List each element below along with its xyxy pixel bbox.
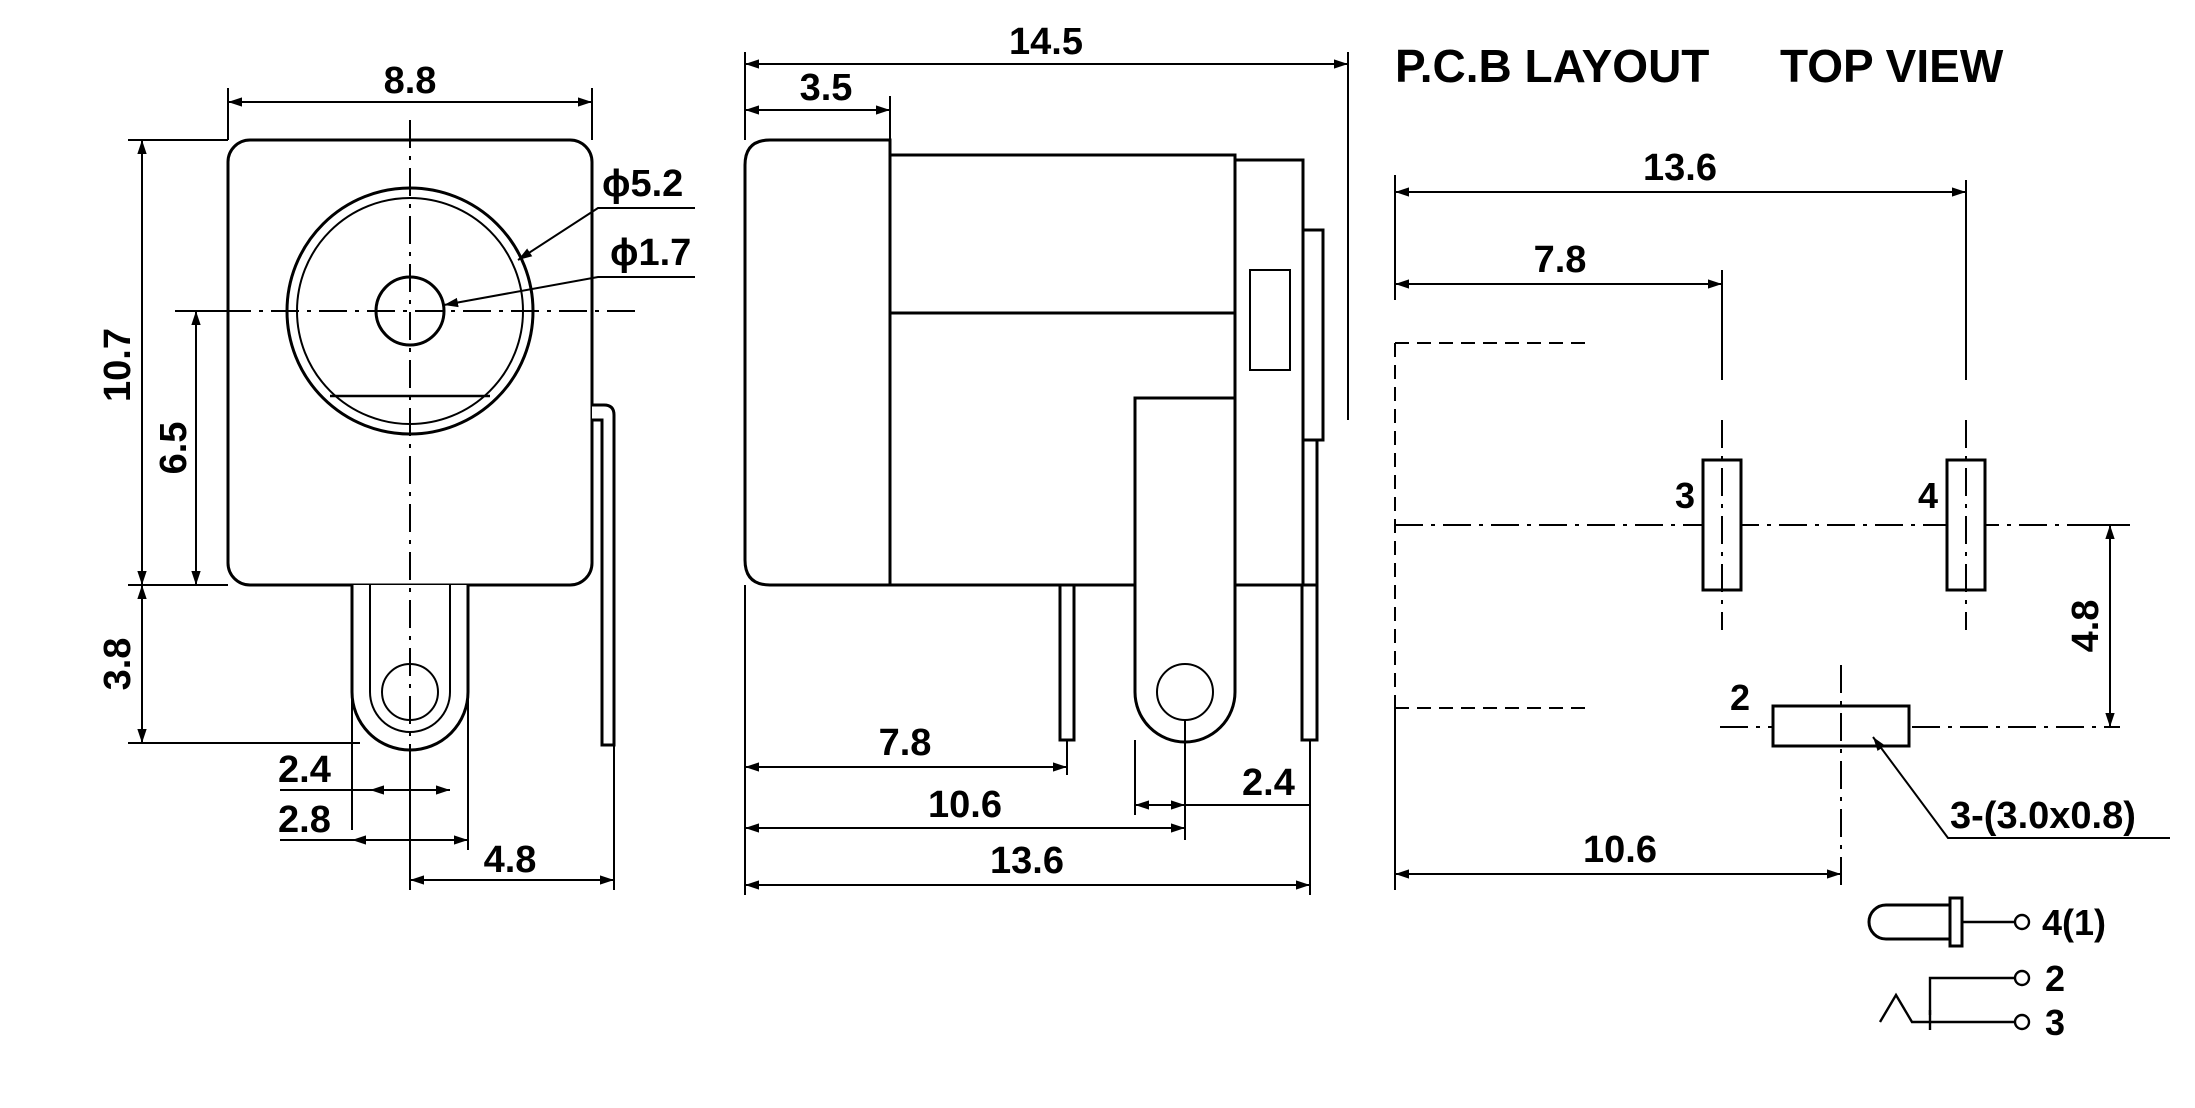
- leader-outer-diameter: [517, 207, 695, 261]
- dim-pcb-total-width: 13.6: [1643, 147, 1717, 189]
- schematic-contact-2: [1928, 976, 2014, 1015]
- dim-tab-width: 2.8: [278, 799, 331, 841]
- side-rear-block: [1233, 158, 1305, 587]
- dim-slot-width: 2.4: [278, 749, 331, 791]
- schematic-switch-3: [1878, 992, 2014, 1024]
- side-view: 14.5 3.5 7.8 10.6 13.6 2.4: [743, 21, 1349, 895]
- terminal-3: [2013, 1013, 2031, 1031]
- schematic-plug: [1867, 903, 1952, 941]
- side-rear-window: [1249, 269, 1291, 371]
- side-rear-plate: [1301, 228, 1325, 442]
- pad-label-2: 2: [1730, 677, 1750, 718]
- pad-note: 3-(3.0x0.8): [1950, 795, 2136, 837]
- side-pin-1: [1058, 583, 1076, 742]
- dim-side-length: 14.5: [1009, 21, 1083, 63]
- dim-side-pin-offset: 4.8: [484, 839, 537, 881]
- front-view: 8.8 10.7 6.5 3.8 ϕ5.2 ϕ1.7 2.4 2.8 4.8: [97, 60, 695, 890]
- schematic-symbol: 4(1) 2 3: [1867, 896, 2106, 1043]
- header-top-view: TOP VIEW: [1780, 40, 2004, 92]
- dim-side-pin-pos-2: 10.6: [928, 784, 1002, 826]
- dim-pcb-vertical-offset: 4.8: [2065, 600, 2107, 653]
- dim-pcb-pin2-offset: 10.6: [1583, 829, 1657, 871]
- dim-side-pin-pos-3: 13.6: [990, 840, 1064, 882]
- terminal-2: [2013, 969, 2031, 987]
- side-pin-2: [1300, 583, 1319, 742]
- dim-side-front-length: 3.5: [800, 67, 853, 109]
- dim-pcb-pin3-offset: 7.8: [1534, 239, 1587, 281]
- header-pcb-layout: P.C.B LAYOUT: [1395, 40, 1709, 92]
- leader-pad-note: [1872, 736, 2170, 839]
- pcb-layout: P.C.B LAYOUT TOP VIEW 13.6 7.8 10.6: [1394, 40, 2170, 890]
- schematic-pin-4-1: 4(1): [2042, 902, 2106, 943]
- pad-label-3: 3: [1675, 475, 1695, 516]
- dim-side-pin-pos-1: 7.8: [879, 722, 932, 764]
- side-rear-pin: [1301, 438, 1319, 587]
- dim-pin-diameter: ϕ1.7: [610, 232, 691, 274]
- schematic-pin-2: 2: [2045, 958, 2065, 999]
- front-side-pin: [592, 403, 616, 747]
- dim-outer-diameter: ϕ5.2: [602, 163, 683, 205]
- dim-side-pin-width: 2.4: [1242, 762, 1295, 804]
- side-upper-body: [888, 153, 1237, 315]
- dim-front-width: 8.8: [384, 60, 437, 102]
- pad-label-4: 4: [1918, 475, 1938, 516]
- leader-pin-diameter: [443, 276, 695, 308]
- side-front-cap: [743, 138, 892, 587]
- dim-front-height: 10.7: [97, 328, 139, 402]
- schematic-pin-3: 3: [2045, 1002, 2065, 1043]
- terminal-4-1: [2013, 913, 2031, 931]
- side-solder-tab: [1133, 396, 1237, 744]
- dim-front-center-height: 6.5: [153, 422, 195, 475]
- dim-front-pin-length: 3.8: [97, 638, 139, 691]
- schematic-plug-tip: [1948, 896, 1964, 948]
